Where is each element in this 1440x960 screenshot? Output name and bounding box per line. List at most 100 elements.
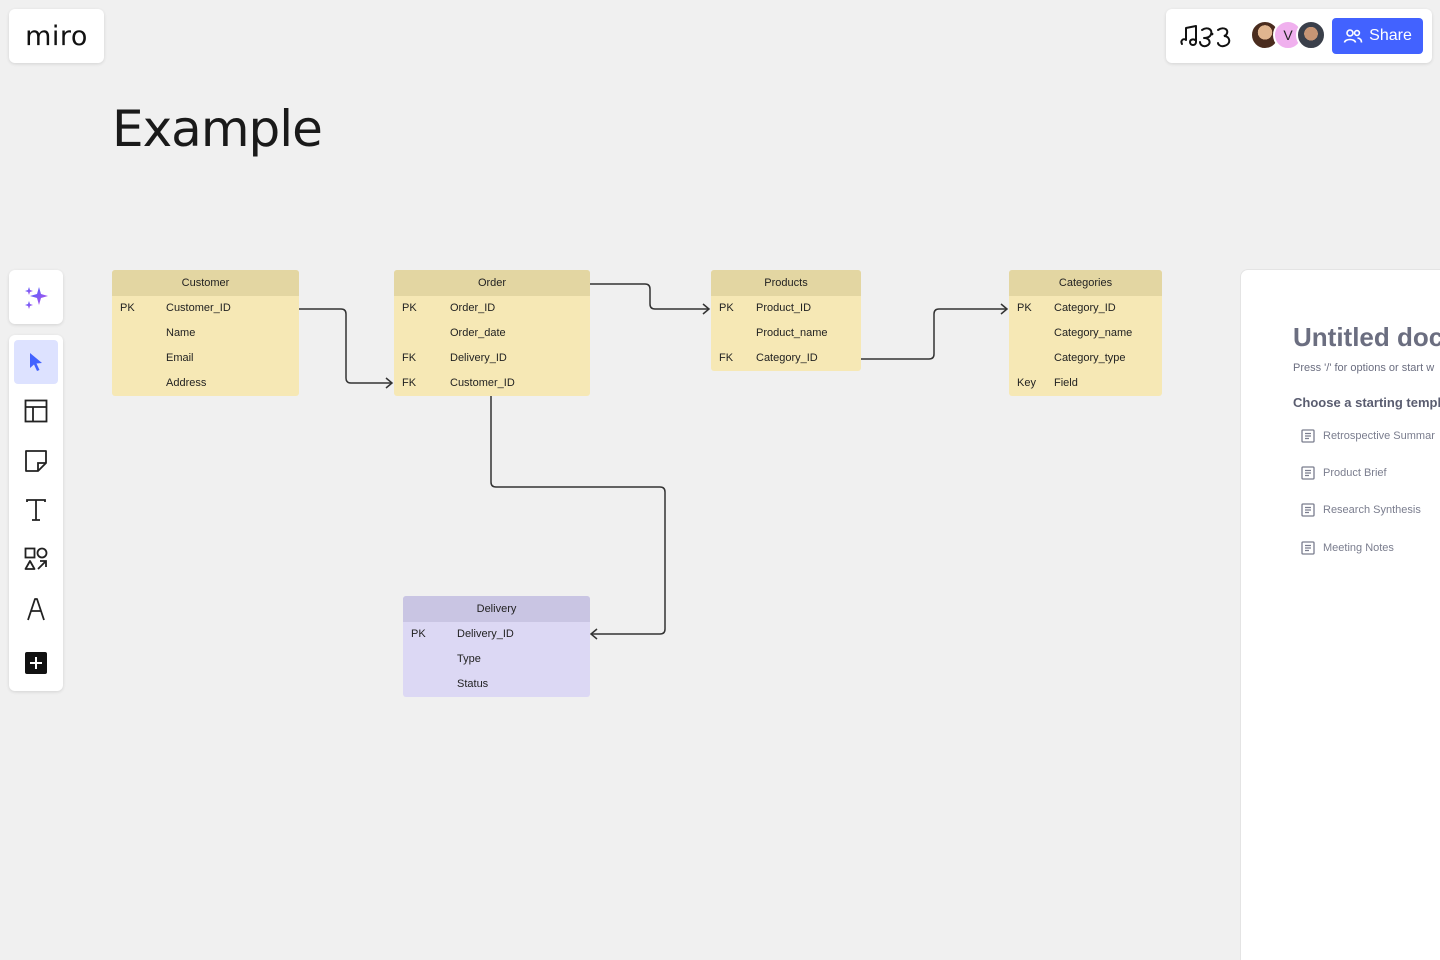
document-icon: [1301, 503, 1315, 517]
table-row: PK Delivery_ID: [403, 622, 590, 647]
doc-panel[interactable]: Untitled doc Press '/' for options or st…: [1240, 269, 1440, 960]
table-row: PK Order_ID: [394, 296, 590, 321]
key-cell: FK: [719, 352, 734, 364]
entity-products[interactable]: Products PK Product_ID Product_name FK Cat…: [711, 270, 861, 371]
entity-title: Order: [394, 270, 590, 296]
field-cell: Type: [457, 653, 481, 665]
collaboration-bar: V Share: [1166, 9, 1432, 63]
text-icon: [26, 499, 46, 521]
template-item[interactable]: Retrospective Summar: [1301, 427, 1435, 445]
ai-button[interactable]: [9, 270, 63, 324]
template-item[interactable]: Meeting Notes: [1301, 539, 1394, 557]
connector-products-categories: [861, 308, 1007, 360]
pen-icon: [27, 598, 45, 621]
table-row: Product_name: [711, 321, 861, 346]
field-cell: Delivery_ID: [450, 352, 507, 364]
table-row: Type: [403, 647, 590, 672]
field-cell: Product_name: [756, 327, 828, 339]
select-tool[interactable]: [14, 340, 58, 384]
field-cell: Delivery_ID: [457, 628, 514, 640]
plus-icon: [25, 652, 47, 674]
doc-title[interactable]: Untitled doc: [1293, 322, 1440, 352]
arrowhead: [589, 628, 598, 640]
pen-tool[interactable]: [14, 587, 58, 631]
field-cell: Name: [166, 327, 196, 339]
shapes-tool[interactable]: [14, 537, 58, 581]
sticky-note-tool[interactable]: [14, 439, 58, 483]
table-row: Status: [403, 672, 590, 697]
document-icon: [1301, 429, 1315, 443]
arrowhead: [385, 377, 394, 389]
template-label: Meeting Notes: [1323, 542, 1394, 554]
field-cell: Email: [166, 352, 194, 364]
table-row: FK Category_ID: [711, 346, 861, 371]
templates-tool[interactable]: [14, 389, 58, 433]
table-row: Address: [112, 371, 299, 396]
creation-toolbar: [9, 335, 63, 691]
entity-title: Categories: [1009, 270, 1162, 296]
table-row: PK Product_ID: [711, 296, 861, 321]
logo-text: miro: [25, 20, 88, 52]
choose-template-label: Choose a starting templa: [1293, 395, 1440, 410]
template-label: Retrospective Summar: [1323, 430, 1435, 442]
key-cell: PK: [1017, 302, 1032, 314]
template-item[interactable]: Research Synthesis: [1301, 501, 1421, 519]
field-cell: Field: [1054, 377, 1078, 389]
template-label: Research Synthesis: [1323, 504, 1421, 516]
entity-order[interactable]: Order PK Order_ID Order_date FK Delivery_I…: [394, 270, 590, 396]
entity-delivery[interactable]: Delivery PK Delivery_ID Type Status: [403, 596, 590, 697]
key-cell: PK: [120, 302, 135, 314]
key-cell: PK: [719, 302, 734, 314]
more-tools-button[interactable]: [14, 641, 58, 685]
key-cell: PK: [402, 302, 417, 314]
field-cell: Category_ID: [1054, 302, 1116, 314]
entity-title: Products: [711, 270, 861, 296]
field-cell: Order_date: [450, 327, 506, 339]
document-icon: [1301, 466, 1315, 480]
key-cell: FK: [402, 352, 417, 364]
avatar[interactable]: [1296, 20, 1326, 50]
layout-icon: [24, 399, 48, 423]
cursor-icon: [30, 353, 42, 371]
table-row: Order_date: [394, 321, 590, 346]
table-row: Name: [112, 321, 299, 346]
text-tool[interactable]: [14, 488, 58, 532]
reactions-icon[interactable]: [1178, 20, 1236, 52]
connector-order-products: [590, 283, 709, 310]
document-icon: [1301, 541, 1315, 555]
field-cell: Product_ID: [756, 302, 812, 314]
table-row: Email: [112, 346, 299, 371]
sticky-note-icon: [25, 450, 47, 472]
template-item[interactable]: Product Brief: [1301, 464, 1387, 482]
field-cell: Category_ID: [756, 352, 818, 364]
entity-customer[interactable]: Customer PK Customer_ID Name Email Addres…: [112, 270, 299, 396]
board-title[interactable]: Example: [112, 100, 323, 158]
table-row: Category_type: [1009, 346, 1162, 371]
doc-hint: Press '/' for options or start w: [1293, 362, 1435, 374]
field-cell: Order_ID: [450, 302, 496, 314]
field-cell: Customer_ID: [166, 302, 231, 314]
table-row: Category_name: [1009, 321, 1162, 346]
field-cell: Status: [457, 678, 489, 690]
arrowhead: [702, 303, 711, 315]
sparkle-icon: [25, 287, 48, 309]
share-label: Share: [1369, 27, 1412, 44]
shapes-icon: [24, 547, 48, 570]
share-button[interactable]: Share: [1332, 18, 1423, 54]
template-label: Product Brief: [1323, 467, 1387, 479]
entity-categories[interactable]: Categories PK Category_ID Category_name C…: [1009, 270, 1162, 396]
entity-title: Delivery: [403, 596, 590, 622]
table-row: PK Category_ID: [1009, 296, 1162, 321]
entity-title: Customer: [112, 270, 299, 296]
field-cell: Category_type: [1054, 352, 1126, 364]
key-cell: FK: [402, 377, 417, 389]
table-row: PK Customer_ID: [112, 296, 299, 321]
users-icon: [1343, 29, 1363, 43]
miro-logo[interactable]: miro: [9, 9, 104, 63]
key-cell: PK: [411, 628, 426, 640]
arrowhead: [1000, 303, 1009, 315]
table-row: FK Delivery_ID: [394, 346, 590, 371]
field-cell: Address: [166, 377, 207, 389]
